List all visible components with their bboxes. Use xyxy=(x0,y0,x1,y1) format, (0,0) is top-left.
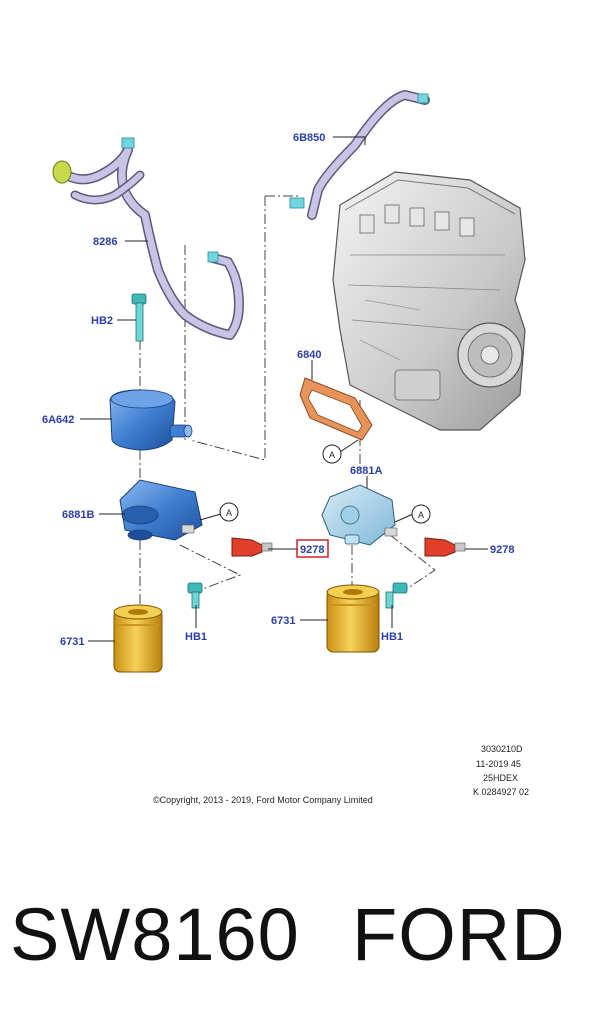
ref-callout-gasket: A xyxy=(322,444,342,464)
engine-block xyxy=(332,171,526,431)
bolt-hb2 xyxy=(131,293,147,342)
label-6731-right: 6731 xyxy=(271,615,295,627)
label-6b850: 6B850 xyxy=(293,132,325,144)
part-number-caption: SW8160 xyxy=(10,893,300,976)
ref-callout-left: A xyxy=(219,502,239,522)
brand-caption: FORD xyxy=(352,893,566,976)
meta-line-2: 11-2019 45 xyxy=(476,759,521,769)
meta-line-1: 3030210D xyxy=(481,744,523,754)
sensor-9278-center xyxy=(231,537,273,557)
label-6881a: 6881A xyxy=(350,465,382,477)
meta-line-4: K 0284927 02 xyxy=(473,787,529,797)
oil-cooler-6a642 xyxy=(109,389,193,451)
label-9278-right: 9278 xyxy=(490,544,514,556)
label-6840: 6840 xyxy=(297,349,321,361)
adapter-6881b xyxy=(119,479,203,541)
meta-line-3: 25HDEX xyxy=(483,773,518,783)
svg-text:A: A xyxy=(418,510,424,520)
label-6731-left: 6731 xyxy=(60,636,84,648)
label-9278-center: 9278 xyxy=(300,544,324,556)
highlight-box-9278 xyxy=(296,539,329,558)
svg-text:A: A xyxy=(226,508,232,518)
label-6a642: 6A642 xyxy=(42,414,74,426)
copyright: ©Copyright, 2013 - 2019, Ford Motor Comp… xyxy=(153,795,373,805)
label-hb2: HB2 xyxy=(91,315,113,327)
svg-text:A: A xyxy=(329,450,335,460)
gasket-6840 xyxy=(299,377,373,441)
label-6881b: 6881B xyxy=(62,509,94,521)
bolt-hb1-left xyxy=(187,582,203,609)
oil-filter-6731-left xyxy=(113,604,163,673)
label-8286: 8286 xyxy=(93,236,117,248)
bolt-hb1-right xyxy=(385,582,408,609)
hose-6b850 xyxy=(289,89,430,220)
leader-lines xyxy=(80,136,488,642)
ref-callout-right: A xyxy=(411,504,431,524)
label-hb1-left: HB1 xyxy=(185,631,207,643)
sensor-9278-right xyxy=(424,537,466,557)
exploded-parts-diagram: A A A 6B850 8286 HB2 6A642 6840 6881B 68… xyxy=(42,89,529,805)
hose-8286 xyxy=(52,137,244,340)
oil-filter-6731-right xyxy=(326,584,380,653)
adapter-6881a xyxy=(321,484,398,546)
label-hb1-right: HB1 xyxy=(381,631,403,643)
